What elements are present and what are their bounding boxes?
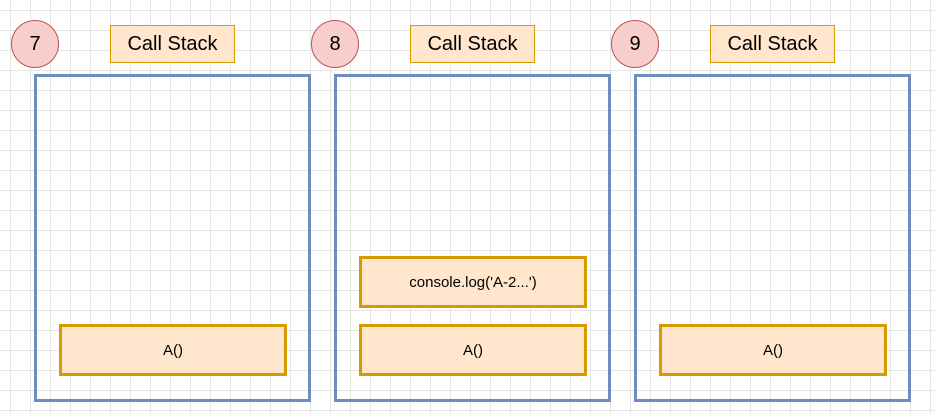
- call-stack-container: [634, 74, 911, 402]
- step-number-badge: 7: [11, 20, 59, 68]
- stack-frame: A(): [659, 324, 887, 376]
- call-stack-title: Call Stack: [710, 25, 835, 63]
- step-number-badge: 9: [611, 20, 659, 68]
- stack-frame: A(): [59, 324, 287, 376]
- call-stack-container: [334, 74, 611, 402]
- step-panel-9: 9 Call Stack A(): [600, 0, 911, 414]
- call-stack-container: [34, 74, 311, 402]
- call-stack-title: Call Stack: [110, 25, 235, 63]
- stack-frame: A(): [359, 324, 587, 376]
- step-panel-7: 7 Call Stack A(): [0, 0, 311, 414]
- step-number-badge: 8: [311, 20, 359, 68]
- stack-frame: console.log('A-2...'): [359, 256, 587, 308]
- call-stack-title: Call Stack: [410, 25, 535, 63]
- step-panel-8: 8 Call Stack console.log('A-2...') A(): [300, 0, 611, 414]
